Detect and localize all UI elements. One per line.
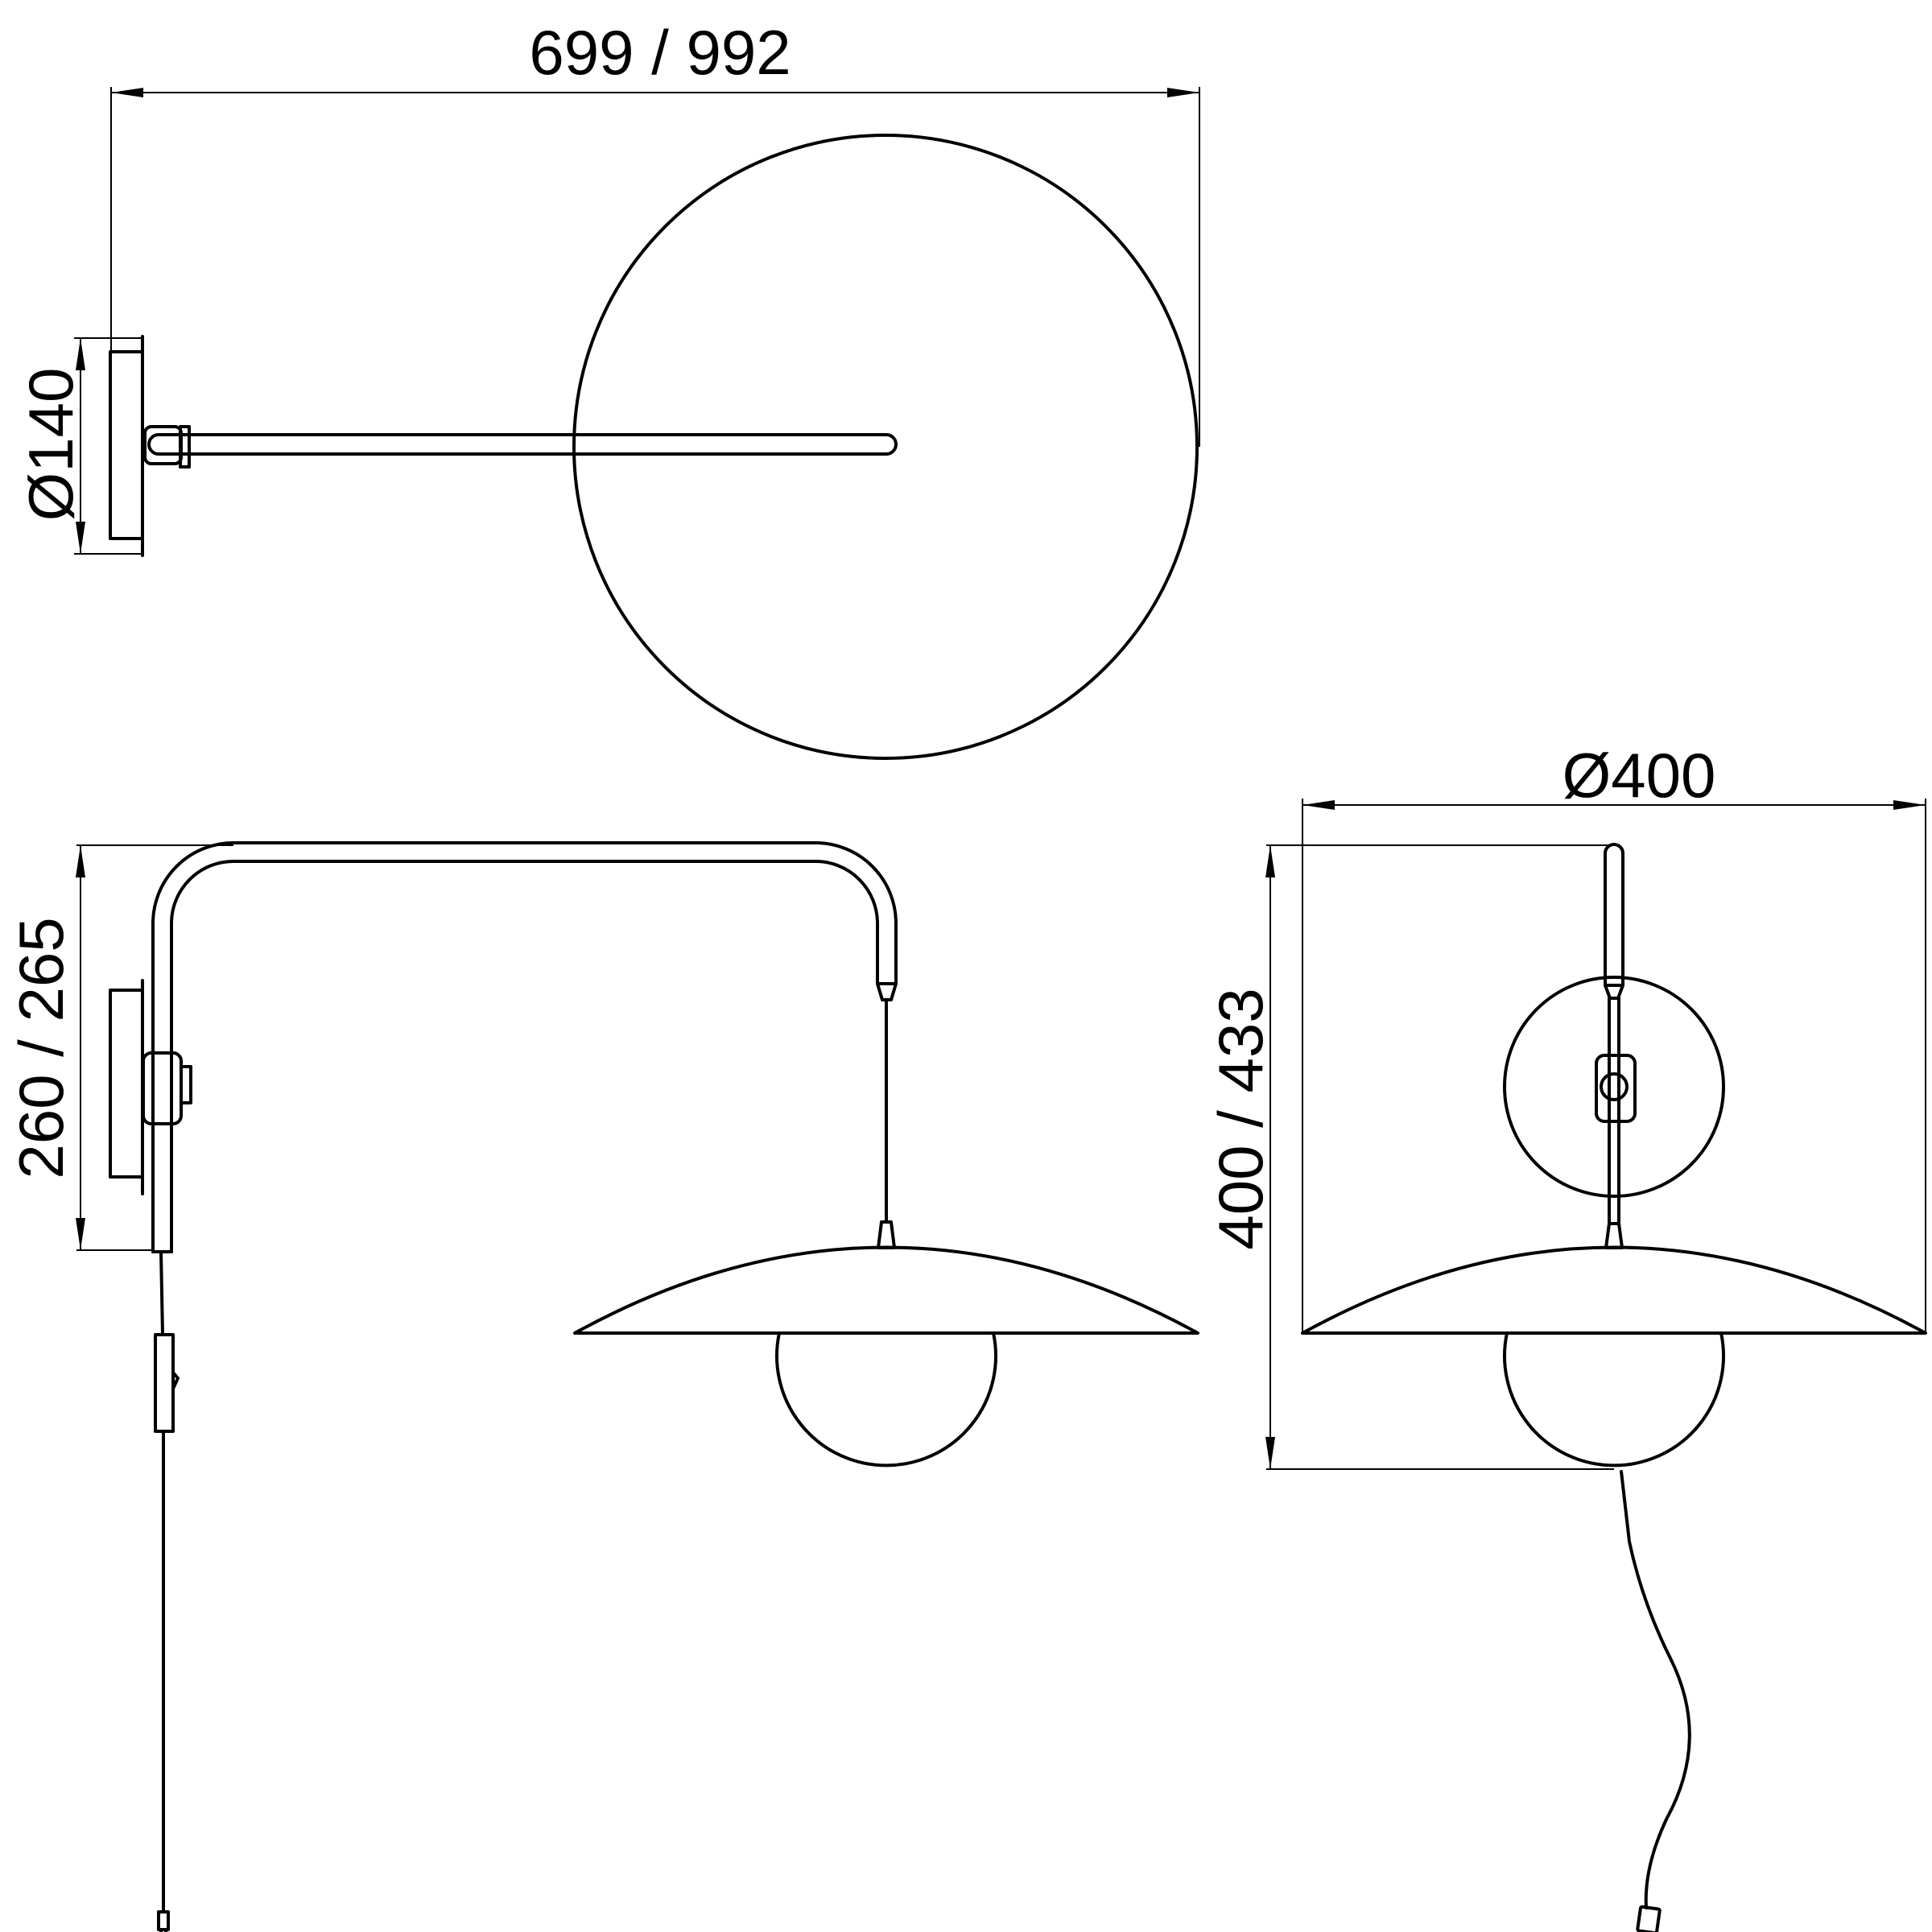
joint-knob-side bbox=[180, 1065, 192, 1104]
bulb-side bbox=[775, 1331, 997, 1468]
shade-front-profile bbox=[1301, 1245, 1927, 1335]
wall-plate-front bbox=[1503, 976, 1725, 1198]
arm-front bbox=[1604, 843, 1624, 987]
front-view: Ø400 400 / 433 bbox=[1205, 740, 1927, 1932]
top-view: 699 / 992 Ø140 bbox=[15, 17, 1200, 760]
joint-front bbox=[1595, 1054, 1637, 1123]
dim-plate-label: Ø140 bbox=[15, 368, 86, 522]
dim-plate-arrow-top bbox=[76, 338, 85, 370]
dim-side-height-arrow-top bbox=[76, 845, 85, 877]
shade-top-fitting bbox=[877, 1220, 896, 1249]
arm-tip-fitting bbox=[876, 982, 898, 1001]
inline-switch bbox=[154, 1333, 175, 1433]
joint-knob-plan bbox=[179, 425, 191, 469]
dim-front-diameter-arrow-right bbox=[1893, 800, 1926, 810]
dim-side-height-arrow-bottom bbox=[76, 1218, 85, 1250]
joint-side bbox=[142, 1051, 183, 1125]
dim-front-height-arrow-bottom bbox=[1265, 1437, 1275, 1469]
arm-plan bbox=[147, 433, 898, 456]
power-cord-front bbox=[1620, 1470, 1691, 1909]
wall-plate-plan bbox=[109, 350, 144, 540]
dim-width-arrow-left bbox=[111, 88, 143, 97]
shade-plan-circle bbox=[572, 134, 1199, 760]
arm-inner-contour bbox=[170, 860, 879, 1253]
wall-plate-side bbox=[109, 989, 144, 1179]
dim-width-arrow-right bbox=[1167, 88, 1199, 97]
shade-fitting-front bbox=[1604, 1222, 1624, 1249]
plug-side bbox=[157, 1910, 170, 1931]
dim-front-height-arrow-top bbox=[1265, 845, 1275, 877]
dim-plate-arrow-bottom bbox=[76, 522, 85, 554]
bulb-front bbox=[1503, 1331, 1725, 1468]
arm-tip-front bbox=[1604, 984, 1624, 1000]
shade-side-profile bbox=[573, 1245, 1199, 1335]
side-view: 260 / 265 bbox=[6, 841, 1199, 1932]
dim-front-diameter-arrow-left bbox=[1302, 800, 1335, 810]
dim-front-diameter-label: Ø400 bbox=[1563, 740, 1716, 811]
arm-outer-contour bbox=[151, 841, 898, 1253]
joint-knob-front bbox=[1600, 1072, 1629, 1101]
dim-side-height-label: 260 / 265 bbox=[6, 917, 76, 1179]
dim-width-label: 699 / 992 bbox=[529, 17, 791, 88]
switch-tab bbox=[171, 1371, 180, 1390]
dim-front-height-label: 400 / 433 bbox=[1205, 988, 1276, 1249]
plug-front bbox=[1636, 1905, 1662, 1932]
power-cord-upper bbox=[159, 1250, 164, 1336]
